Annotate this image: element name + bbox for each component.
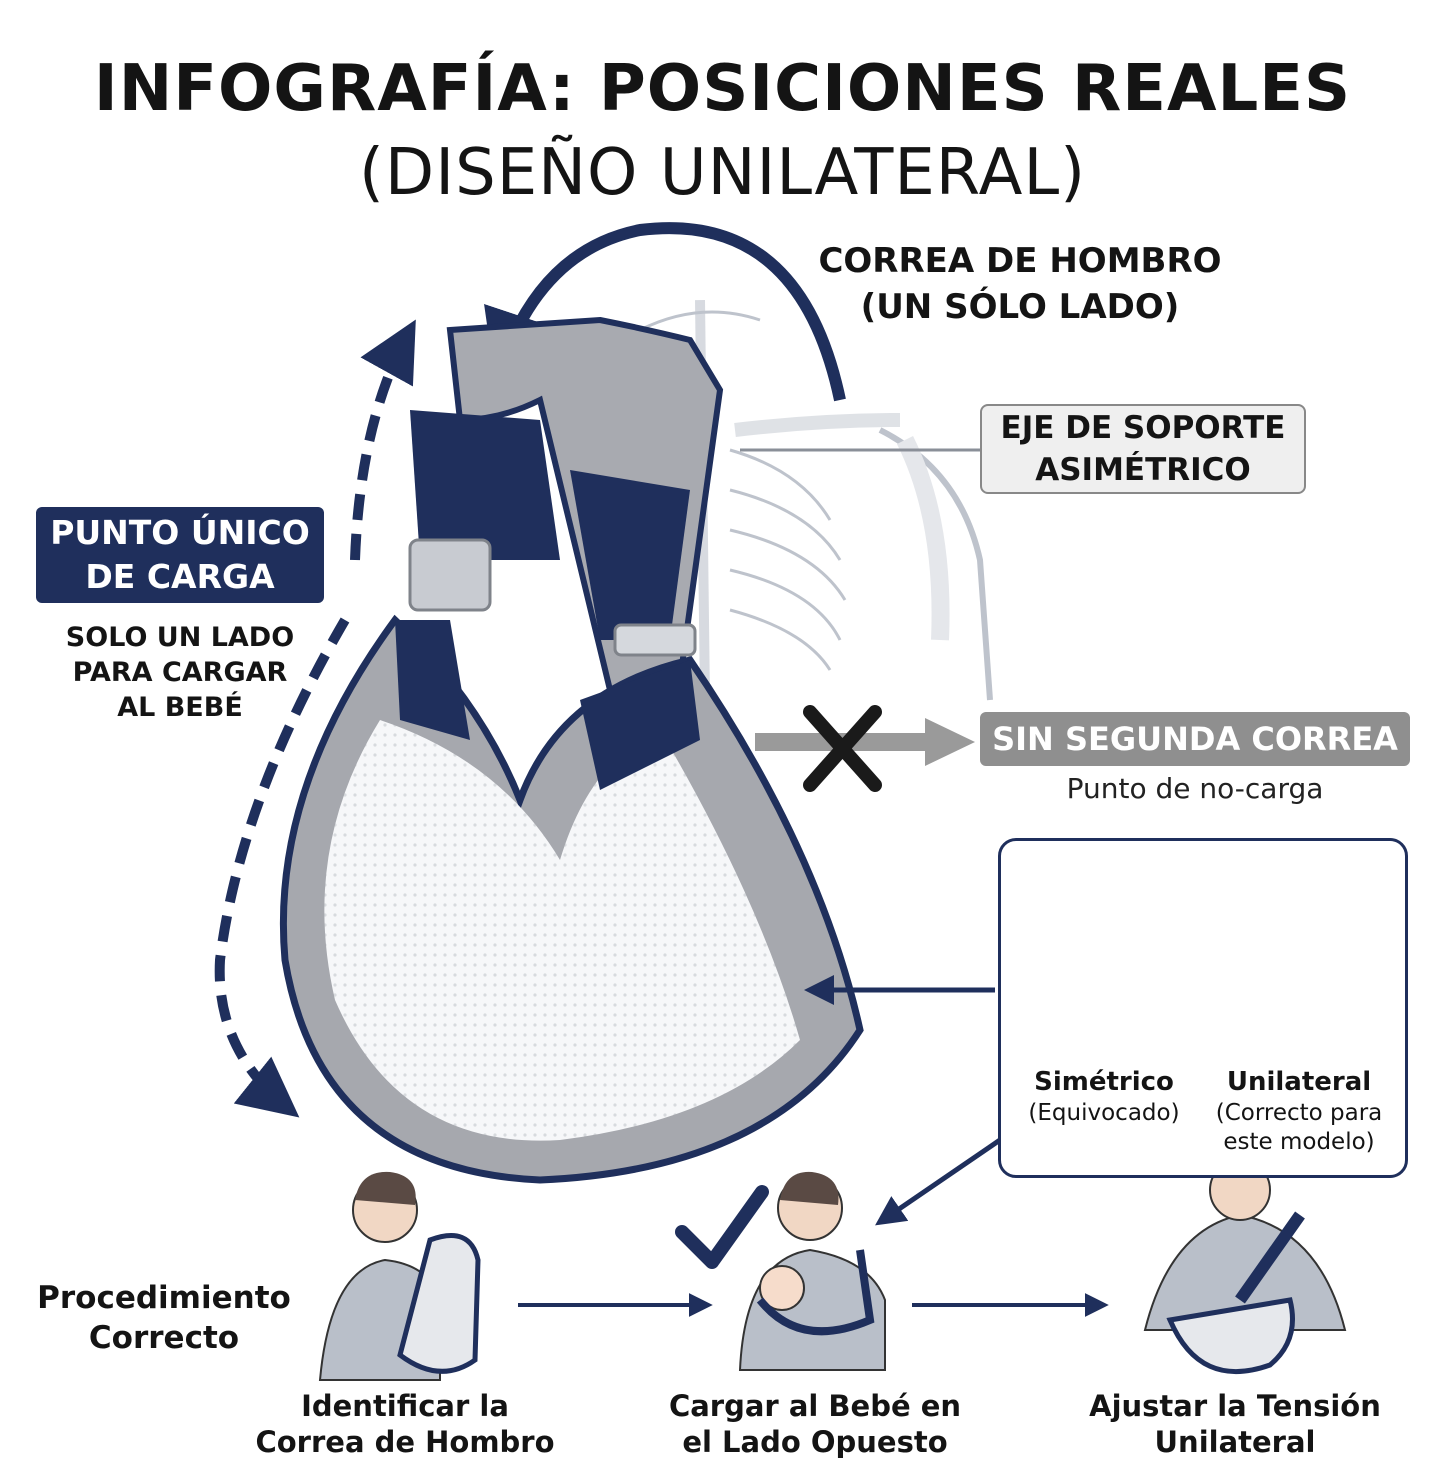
shoulder-strap-label: CORREA DE HOMBRO (UN SÓLO LADO) <box>780 238 1260 330</box>
unilateral-title: Unilateral <box>1226 1067 1372 1097</box>
support-axis-label: EJE DE SOPORTE ASIMÉTRICO <box>980 404 1306 494</box>
symmetric-note: (Equivocado) <box>1028 1100 1180 1126</box>
unilateral-note-line2: este modelo) <box>1223 1129 1375 1155</box>
step-3-caption: Ajustar la Tensión Unilateral <box>1070 1388 1400 1460</box>
single-load-description: SOLO UN LADO PARA CARGAR AL BEBÉ <box>36 620 324 725</box>
single-load-line2: DE CARGA <box>85 557 275 596</box>
shoulder-strap-label-line1: CORREA DE HOMBRO <box>818 241 1222 281</box>
no-second-strap-label: SIN SEGUNDA CORREA <box>980 712 1410 766</box>
procedure-heading-line1: Procedimiento <box>37 1280 291 1316</box>
symmetric-title: Simétrico <box>1034 1067 1174 1097</box>
step-1-caption: Identificar la Correa de Hombro <box>240 1388 570 1460</box>
step-2-line1: Cargar al Bebé en <box>668 1389 962 1423</box>
cross-icon <box>803 705 882 792</box>
step-3-line2: Unilateral <box>1154 1425 1316 1459</box>
step3-illustration <box>1143 1159 1347 1375</box>
support-axis-line1: EJE DE SOPORTE <box>1000 410 1286 446</box>
check-icon <box>675 1185 769 1269</box>
procedure-heading: Procedimiento Correcto <box>24 1278 304 1358</box>
title-line-2: (DISEÑO UNILATERAL) <box>358 136 1087 210</box>
single-load-desc-line2: PARA CARGAR <box>72 657 288 688</box>
dashed-up-arrow <box>350 319 416 561</box>
no-load-point-caption: Punto de no-carga <box>1066 772 1324 805</box>
single-load-point-label: PUNTO ÚNICO DE CARGA <box>36 507 324 603</box>
single-load-line1: PUNTO ÚNICO <box>50 513 310 552</box>
title-line-1: INFOGRAFÍA: POSICIONES REALES <box>93 52 1352 126</box>
step-1-line1: Identificar la <box>301 1389 509 1423</box>
compare-to-step-arrow <box>875 1137 1002 1226</box>
single-load-desc-line3: AL BEBÉ <box>117 692 243 723</box>
step-2-caption: Cargar al Bebé en el Lado Opuesto <box>650 1388 980 1460</box>
support-axis-line2: ASIMÉTRICO <box>1035 452 1251 488</box>
baby-sling-image <box>279 316 864 1184</box>
step-1-line2: Correa de Hombro <box>255 1425 555 1459</box>
step1-illustration <box>318 1171 481 1381</box>
comparison-panel: Simétrico (Equivocado) Unilateral (Corre… <box>998 838 1408 1178</box>
step-2-line2: el Lado Opuesto <box>682 1425 948 1459</box>
step-3-line1: Ajustar la Tensión <box>1089 1389 1381 1423</box>
unilateral-note-line1: (Correcto para <box>1215 1100 1383 1126</box>
single-load-desc-line1: SOLO UN LADO <box>65 622 295 653</box>
shoulder-strap-label-line2: (UN SÓLO LADO) <box>860 287 1180 327</box>
procedure-heading-line2: Correcto <box>88 1320 240 1356</box>
step2-illustration <box>738 1171 886 1371</box>
dashed-down-arrow <box>214 617 350 1118</box>
strap-curve-arrow <box>484 222 846 402</box>
